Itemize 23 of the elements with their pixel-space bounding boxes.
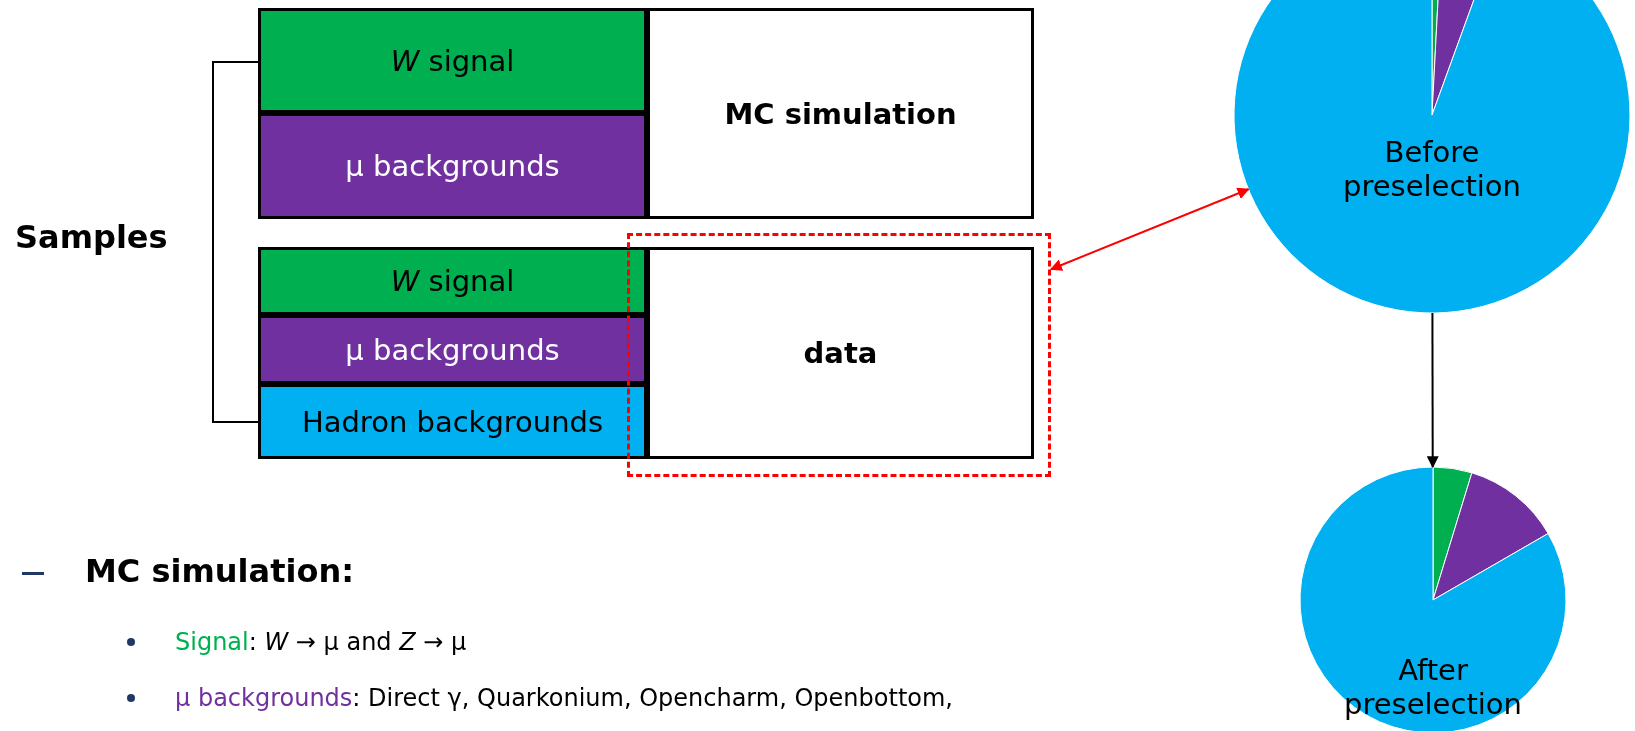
box-label: μ backgrounds [345,332,560,367]
bullet-text: μ backgrounds: Direct γ, Quarkonium, Opencharm, Openbottom, [175,684,953,712]
group-label: Samples [15,218,168,256]
sample-box [258,384,647,459]
box-label: W signal [390,43,515,78]
box-label: data [803,336,878,370]
sample-box [258,8,647,113]
box-label: MC simulation [724,96,957,131]
bullet-heading: MC simulation: [85,552,354,590]
pie-caption: Before preselection [1342,134,1522,203]
box-label: W signal [390,264,515,298]
sample-box [647,247,1034,459]
sample-box [647,8,1034,219]
sample-box [258,315,647,384]
dashed-box [627,233,1051,477]
arrow [1426,312,1439,469]
sample-box [258,247,647,315]
arrow [1049,187,1250,271]
box-label: Hadron backgrounds [301,404,604,439]
bullet-text: Signal: W → μ and Z → μ [175,628,467,656]
sample-box [258,113,647,219]
pie-caption: After preselection [1343,653,1523,722]
box-label: μ backgrounds [345,149,560,183]
